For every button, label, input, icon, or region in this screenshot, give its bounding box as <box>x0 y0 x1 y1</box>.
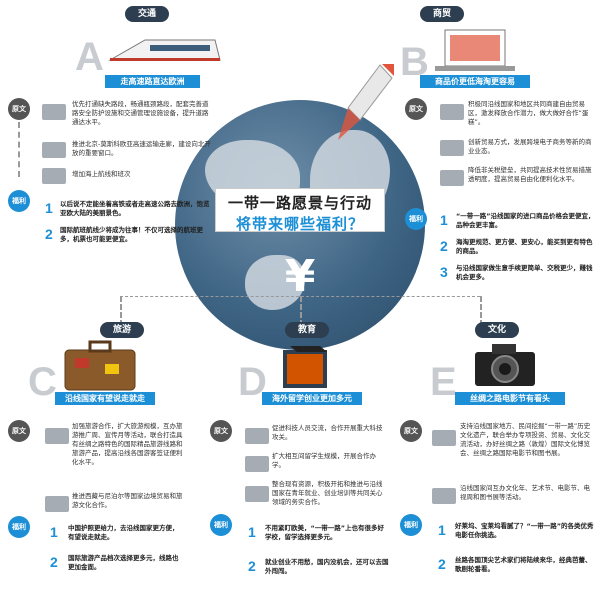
original-item: 创新贸易方式，发展跨境电子商务等新的商业业态。 <box>468 138 592 155</box>
benefit-label: 福利 <box>8 190 30 212</box>
film-icon <box>432 430 456 446</box>
original-item: 优先打通缺失路段，畅通瓶颈路段，配套完善道路安全防护设施和交通管理设施设备，提升… <box>72 100 209 126</box>
rocket-icon <box>338 64 394 140</box>
benefit-number: 1 <box>248 524 256 540</box>
benefit-number: 2 <box>45 226 53 242</box>
category-tag-culture: 文化 <box>475 322 519 338</box>
category-tag-tourism: 旅游 <box>100 322 144 338</box>
original-text-label: 原文 <box>8 98 30 120</box>
road-icon <box>42 104 66 120</box>
benefit-label: 福利 <box>405 208 427 230</box>
connector-line <box>120 296 122 326</box>
benefit-item: 以后说不定能坐着高铁或者走高速公路去欧洲，饱览亚欧大陆的美丽景色。 <box>60 200 210 217</box>
section-c-subtitle: 沿线国家有望说走就走 <box>55 392 155 405</box>
original-text-label: 原文 <box>210 420 232 442</box>
benefit-label: 福利 <box>210 514 232 536</box>
category-tag-trade: 商贸 <box>420 6 464 22</box>
suitcase-icon <box>64 340 136 391</box>
benefit-item: 就业创业不用愁，国内没机会，还可以去国外闯闯。 <box>265 558 389 575</box>
books-icon <box>283 346 327 388</box>
original-item: 促进科技人员交流，合作开展重大科技攻关。 <box>272 424 383 441</box>
original-item: 降低非关税壁垒，共同提高技术性贸易措施透明度，提高贸易自由化便利化水平。 <box>468 166 592 183</box>
benefit-number: 3 <box>440 264 448 280</box>
section-e-subtitle: 丝绸之路电影节有看头 <box>455 392 565 405</box>
section-a-subtitle: 走高速路直达欧洲 <box>105 75 200 88</box>
original-item: 增加海上航线和班次 <box>72 170 131 178</box>
original-text-label: 原文 <box>8 420 30 442</box>
yen-icon: ¥ <box>284 251 316 302</box>
benefit-item: “一带一路”沿线国家的进口商品价格会更便宜，品种会更丰富。 <box>456 212 595 229</box>
benefit-item: 国际航班航线少将成为往事！不仅可选择的航班更多，机票也可能更便宜。 <box>60 226 203 243</box>
connector-line <box>480 296 482 326</box>
continent-shape <box>245 255 305 310</box>
benefit-item: 好莱坞、宝莱坞看腻了？“一带一路”的各类优秀电影任你挑选。 <box>455 522 594 539</box>
benefit-number: 1 <box>45 200 53 216</box>
original-text-label: 原文 <box>400 420 422 442</box>
center-subtitle: 将带来哪些福利？ <box>235 215 364 233</box>
connector-line <box>300 296 302 326</box>
camera-icon <box>475 344 535 386</box>
section-letter-a: A <box>75 35 104 79</box>
center-title: 一带一路愿景与行动 <box>227 194 372 212</box>
train-icon <box>108 39 221 61</box>
original-item: 加强旅游合作，扩大旅游规模，互办旅游推广周、宣传月等活动，联合打造具有丝绸之路特… <box>72 422 183 466</box>
benefit-label: 福利 <box>8 516 30 538</box>
people-icon <box>440 104 464 120</box>
tv-icon <box>432 488 456 504</box>
plane-icon <box>45 428 69 444</box>
original-item: 推进西藏与尼泊尔等国家边境贸易和旅游文化合作。 <box>72 492 183 509</box>
benefit-item: 丝路各国顶尖艺术家们将陆续来华，经典芭蕾、歌剧轮番看。 <box>455 556 592 573</box>
handshake-icon <box>45 496 69 512</box>
shop-icon <box>440 140 464 156</box>
benefit-number: 2 <box>50 554 58 570</box>
benefit-number: 1 <box>438 522 446 538</box>
benefit-item: 与沿线国家做生意手续更简单、交税更少，赚钱机会更多。 <box>456 264 593 281</box>
benefit-item: 国际旅游产品档次选择更多元，线路也更加金面。 <box>68 554 179 571</box>
benefit-label: 福利 <box>400 514 422 536</box>
center-title-box: 一带一路愿景与行动 将带来哪些福利？ <box>215 188 385 233</box>
section-b-subtitle: 商品价更低海淘更容易 <box>420 75 530 88</box>
section-d-subtitle: 海外留学创业更加多元 <box>262 392 362 405</box>
benefit-item: 中国护照更给力，去沿线国家更方便，有望说走就走。 <box>68 524 179 541</box>
chart-icon <box>245 486 269 502</box>
original-text-label: 原文 <box>405 98 427 120</box>
benefit-item: 海淘更规范、更方便、更安心，能买到更有特色的商品。 <box>456 238 593 255</box>
ship-icon <box>42 168 66 184</box>
category-tag-education: 教育 <box>285 322 329 338</box>
benefit-number: 2 <box>248 558 256 574</box>
section-letter-c: C <box>28 360 57 404</box>
section-letter-e: E <box>430 360 457 404</box>
original-item: 整合现有资源，积极开拓和推进与沿线国家在青年就业、创业培训等共同关心领域的务实合… <box>272 480 383 506</box>
original-item: 支持沿线国家地方、民间挖掘“一带一路”历史文化遗产，联合举办专项投资、贸易、文化… <box>460 422 591 457</box>
laptop-icon <box>435 29 515 71</box>
benefit-number: 1 <box>440 212 448 228</box>
original-item: 沿线国家间互办文化年、艺术节、电影节、电视周和图书展等活动。 <box>460 484 590 501</box>
benefit-number: 1 <box>50 524 58 540</box>
benefit-item: 不用紧盯欧美，“一带一路”上也有很多好学校，留学选择更多元。 <box>265 524 385 541</box>
coin-icon <box>440 170 464 186</box>
divider <box>18 122 20 177</box>
original-item: 扩大相互间留学生规模，开展合作办学。 <box>272 452 376 469</box>
benefit-number: 2 <box>440 238 448 254</box>
train-small-icon <box>42 142 66 158</box>
category-tag-transport: 交通 <box>125 6 169 22</box>
computer-icon <box>245 428 269 444</box>
original-item: 积极同沿线国家和地区共同商建自由贸易区，激发释放合作潜力，做大做好合作“蛋糕”。 <box>468 100 589 126</box>
original-item: 推进北京-莫斯科欧亚高速运输走廊，建设向北开放的重要窗口。 <box>72 140 211 157</box>
benefit-number: 2 <box>438 556 446 572</box>
students-icon <box>245 456 269 472</box>
